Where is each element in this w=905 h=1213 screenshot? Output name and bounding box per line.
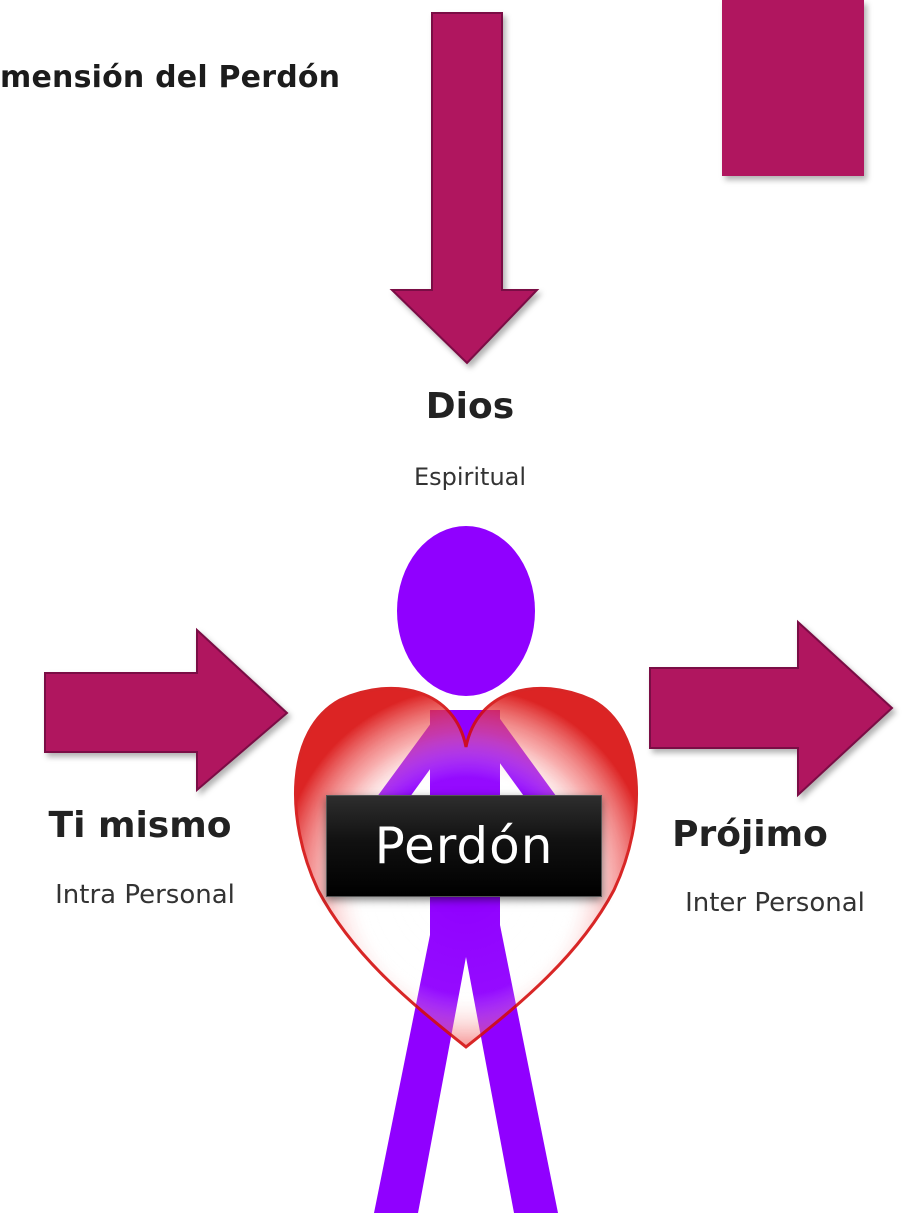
dios-subtitle: Espiritual: [413, 463, 527, 491]
projimo-label: Prójimo: [672, 814, 828, 855]
dios-label: Dios: [425, 386, 515, 427]
arrow-down-dios: [389, 12, 540, 365]
page-title: mensión del Perdón: [0, 60, 341, 95]
projimo-subtitle: Inter Personal: [685, 888, 865, 918]
perdon-label-box: Perdón: [326, 795, 602, 897]
perdon-label: Perdón: [374, 817, 554, 875]
figure-head: [397, 526, 535, 696]
arrow-right-projimo: [649, 619, 894, 798]
decorative-square: [722, 0, 864, 176]
arrow-right-ti-mismo: [44, 627, 289, 793]
ti-mismo-subtitle: Intra Personal: [55, 880, 235, 910]
ti-mismo-label: Ti mismo: [48, 805, 232, 846]
